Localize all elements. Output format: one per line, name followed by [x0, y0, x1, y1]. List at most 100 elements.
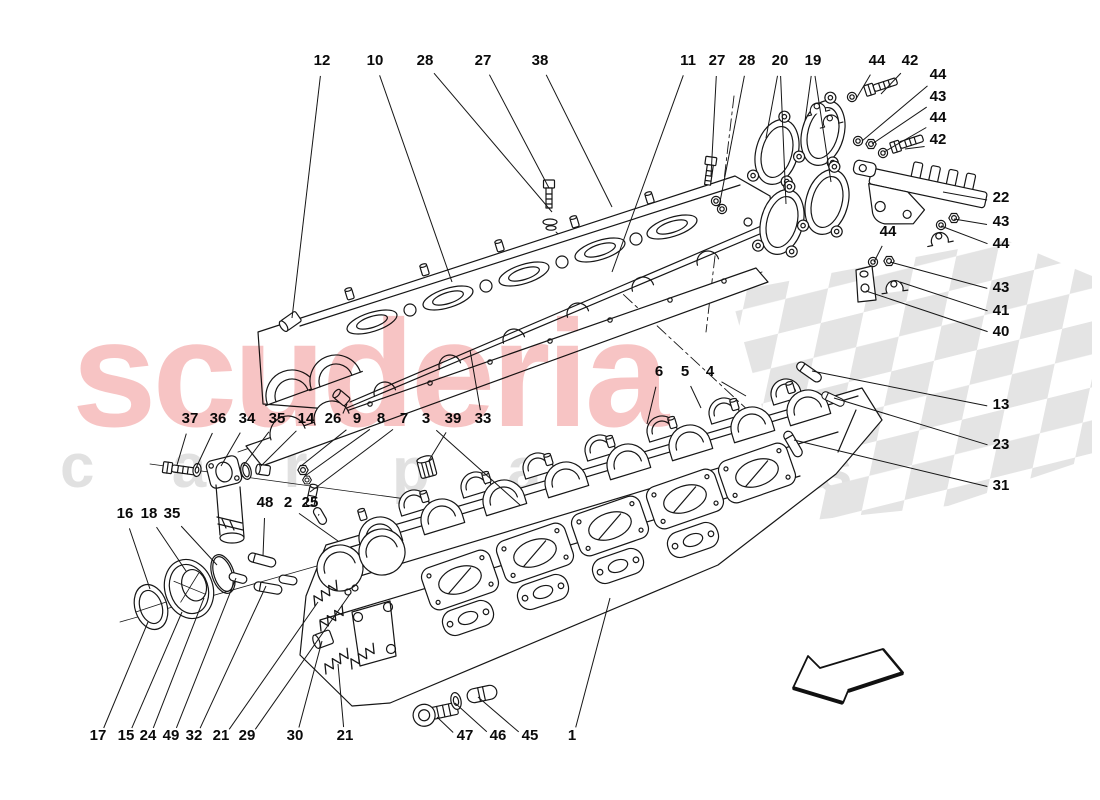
leader-line-2: [298, 512, 339, 542]
part-label-42: 42: [902, 52, 919, 69]
leader-line-39: [427, 432, 447, 463]
leader-line-25: [317, 513, 320, 516]
bolt-27-top: [542, 179, 558, 231]
leader-line-42: [904, 146, 925, 150]
leader-line-32: [199, 585, 267, 729]
o-ring-35: [210, 554, 236, 594]
leader-line-18: [156, 526, 187, 572]
part-label-2: 2: [284, 494, 292, 511]
part-label-49: 49: [163, 727, 180, 744]
part-label-17: 17: [90, 727, 107, 744]
part-label-6: 6: [655, 363, 663, 380]
leader-line-21: [337, 663, 345, 728]
part-label-33: 33: [475, 410, 492, 427]
part-label-35: 35: [164, 505, 181, 522]
part-label-39: 39: [445, 410, 462, 427]
part-label-1: 1: [568, 727, 576, 744]
leader-line-10: [379, 75, 453, 283]
leader-line-28: [718, 75, 745, 208]
leader-line-34: [220, 432, 241, 467]
part-label-21: 21: [213, 727, 230, 744]
part-label-22: 22: [993, 189, 1010, 206]
leader-line-6: [646, 386, 657, 425]
leader-line-31: [793, 439, 988, 487]
part-label-30: 30: [287, 727, 304, 744]
cam-bores: [316, 528, 406, 592]
part-label-44: 44: [930, 109, 947, 126]
part-label-44: 44: [880, 223, 897, 240]
part-label-46: 46: [490, 727, 507, 744]
part-label-36: 36: [210, 410, 227, 427]
leader-line-30: [298, 640, 323, 728]
part-label-47: 47: [457, 727, 474, 744]
direction-arrow-left: [792, 648, 904, 705]
head-web: [351, 600, 397, 667]
leader-line-33: [469, 349, 481, 411]
leader-line-49: [175, 577, 237, 729]
leader-line-7: [309, 429, 394, 493]
part-label-3: 3: [422, 410, 430, 427]
leader-line-3: [435, 429, 521, 506]
bottom-fasteners: [412, 684, 498, 727]
leader-line-29: [254, 593, 351, 730]
leader-line-20: [780, 75, 787, 205]
clamp-set-right: [924, 212, 960, 248]
part-label-18: 18: [141, 505, 158, 522]
part-label-7: 7: [400, 410, 408, 427]
bracket-22: [852, 159, 988, 225]
leader-line-47: [436, 716, 454, 733]
leader-line-36: [195, 432, 213, 469]
leader-line-9: [300, 429, 347, 467]
leader-line-45: [477, 696, 520, 733]
part-label-34: 34: [239, 410, 256, 427]
leader-line-19: [804, 75, 812, 122]
part-label-43: 43: [930, 88, 947, 105]
part-label-8: 8: [377, 410, 385, 427]
part-label-29: 29: [239, 727, 256, 744]
cylinder-head: [299, 374, 883, 707]
part-label-25: 25: [302, 494, 319, 511]
leader-line-13: [811, 370, 988, 407]
part-label-31: 31: [993, 477, 1010, 494]
leader-line-44: [873, 245, 883, 263]
part-label-26: 26: [325, 410, 342, 427]
part-label-37: 37: [182, 410, 199, 427]
leader-line-23: [833, 397, 988, 446]
leader-line-20: [765, 75, 778, 139]
leader-line-11: [611, 75, 684, 273]
part-label-24: 24: [140, 727, 157, 744]
part-label-4: 4: [706, 363, 715, 380]
part-label-45: 45: [522, 727, 539, 744]
leader-line-1: [575, 597, 611, 728]
part-label-44: 44: [993, 235, 1010, 252]
leader-line-41: [899, 281, 988, 312]
leader-line-48: [262, 517, 265, 557]
part-label-28: 28: [739, 52, 756, 69]
part-label-27: 27: [709, 52, 726, 69]
cover-gasket: [245, 267, 769, 467]
leader-line-40: [865, 290, 988, 333]
part-label-35: 35: [269, 410, 286, 427]
part-label-21: 21: [337, 727, 354, 744]
leader-line-16: [128, 528, 151, 590]
part-label-15: 15: [118, 727, 135, 744]
leader-line-44: [940, 225, 988, 245]
leader-line-46: [454, 702, 488, 733]
part-label-9: 9: [353, 410, 361, 427]
leader-line-21: [228, 601, 319, 730]
leader-line-35: [242, 431, 270, 467]
leader-line-4: [721, 381, 747, 397]
part-label-5: 5: [681, 363, 689, 380]
leader-line-42: [880, 72, 902, 95]
leader-line-43: [871, 106, 927, 145]
part-label-27: 27: [475, 52, 492, 69]
part-label-42: 42: [930, 131, 947, 148]
cup-26: [332, 388, 351, 407]
leader-line-14: [260, 430, 297, 467]
plug-39: [416, 455, 438, 479]
part-label-28: 28: [417, 52, 434, 69]
part-label-11: 11: [680, 52, 696, 69]
